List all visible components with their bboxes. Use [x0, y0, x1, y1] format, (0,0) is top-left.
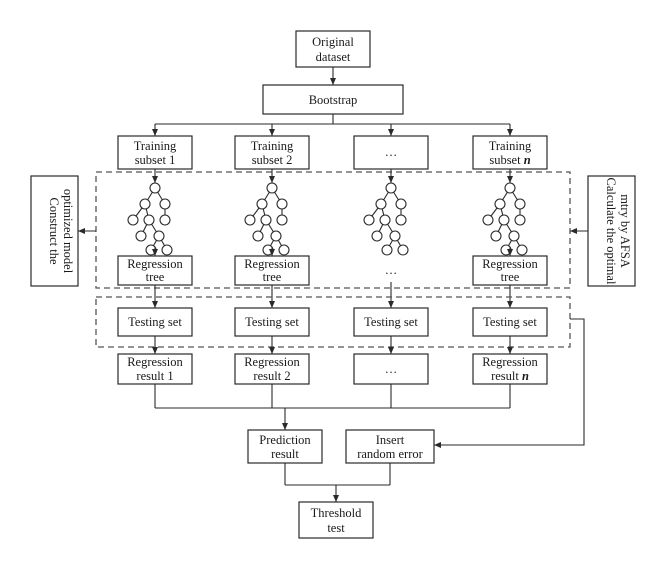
svg-text:subset 2: subset 2 — [252, 153, 293, 167]
svg-text:Regression: Regression — [482, 355, 538, 369]
testing-set-1: Testing set — [117, 307, 193, 337]
afsa-node: Calculate the optimal mtry by AFSA — [587, 175, 636, 287]
regression-result-2: Regression result 2 — [234, 353, 310, 385]
svg-text:test: test — [327, 521, 345, 535]
svg-text:dataset: dataset — [316, 50, 351, 64]
testing-set-3: Testing set — [353, 307, 429, 337]
svg-text:Training: Training — [134, 139, 177, 153]
regression-tree-2: Regression tree — [234, 255, 310, 286]
svg-text:…: … — [385, 362, 398, 376]
svg-text:tree: tree — [263, 270, 282, 284]
svg-text:subset 1: subset 1 — [135, 153, 176, 167]
bootstrap-node: Bootstrap — [262, 84, 404, 115]
svg-text:mtry by AFSA: mtry by AFSA — [618, 194, 632, 268]
tree-icon-1 — [127, 182, 173, 256]
original-dataset-node: Original dataset — [295, 30, 371, 68]
training-subset-1: Training subset 1 — [117, 135, 193, 170]
svg-text:Training: Training — [251, 139, 294, 153]
tree-icon-2 — [244, 182, 290, 256]
svg-text:result n: result n — [491, 369, 529, 383]
training-subset-2: Training subset 2 — [234, 135, 310, 170]
svg-text:Testing set: Testing set — [245, 315, 299, 329]
training-subset-ellipsis: … — [353, 135, 429, 170]
svg-text:result: result — [271, 447, 299, 461]
svg-text:result 1: result 1 — [136, 369, 173, 383]
prediction-result-node: Prediction result — [247, 429, 323, 464]
svg-text:subset n: subset n — [489, 153, 530, 167]
regression-result-n: Regression result n — [472, 353, 548, 385]
svg-text:tree: tree — [501, 270, 520, 284]
svg-text:…: … — [385, 145, 398, 159]
construct-model-node: Construct the optimized model — [30, 175, 79, 287]
svg-text:Regression: Regression — [482, 257, 538, 271]
threshold-test-node: Threshold test — [298, 501, 374, 539]
svg-text:random error: random error — [357, 447, 423, 461]
svg-text:Training: Training — [489, 139, 532, 153]
svg-text:Regression: Regression — [127, 257, 183, 271]
regression-result-1: Regression result 1 — [117, 353, 193, 385]
regression-result-ellipsis: … — [353, 353, 429, 385]
tree-icon-n — [482, 182, 528, 256]
svg-text:Regression: Regression — [244, 257, 300, 271]
svg-text:Construct the: Construct the — [47, 197, 61, 264]
svg-text:Testing set: Testing set — [364, 315, 418, 329]
regression-tree-n: Regression tree — [472, 255, 548, 286]
regression-tree-ellipsis: … — [385, 263, 398, 277]
testing-set-2: Testing set — [234, 307, 310, 337]
svg-text:Original: Original — [312, 35, 354, 49]
svg-text:Bootstrap: Bootstrap — [309, 93, 358, 107]
svg-text:tree: tree — [146, 270, 165, 284]
svg-text:Regression: Regression — [127, 355, 183, 369]
svg-text:result 2: result 2 — [253, 369, 290, 383]
insert-random-error-node: Insert random error — [345, 429, 435, 464]
svg-text:Testing set: Testing set — [483, 315, 537, 329]
regression-tree-1: Regression tree — [117, 255, 193, 286]
svg-text:Prediction: Prediction — [259, 433, 311, 447]
svg-text:Insert: Insert — [376, 433, 405, 447]
svg-text:optimized model: optimized model — [61, 189, 75, 274]
svg-text:…: … — [385, 263, 398, 277]
svg-text:Regression: Regression — [244, 355, 300, 369]
training-subset-n: Training subset n — [472, 135, 548, 170]
svg-text:Testing set: Testing set — [128, 315, 182, 329]
testing-set-n: Testing set — [472, 307, 548, 337]
svg-text:Threshold: Threshold — [311, 506, 362, 520]
testing-group-frame — [95, 296, 571, 348]
svg-text:Calculate the optimal: Calculate the optimal — [604, 178, 618, 285]
arrow-testing-to-random-error — [434, 318, 585, 448]
tree-icon-3 — [363, 182, 409, 256]
